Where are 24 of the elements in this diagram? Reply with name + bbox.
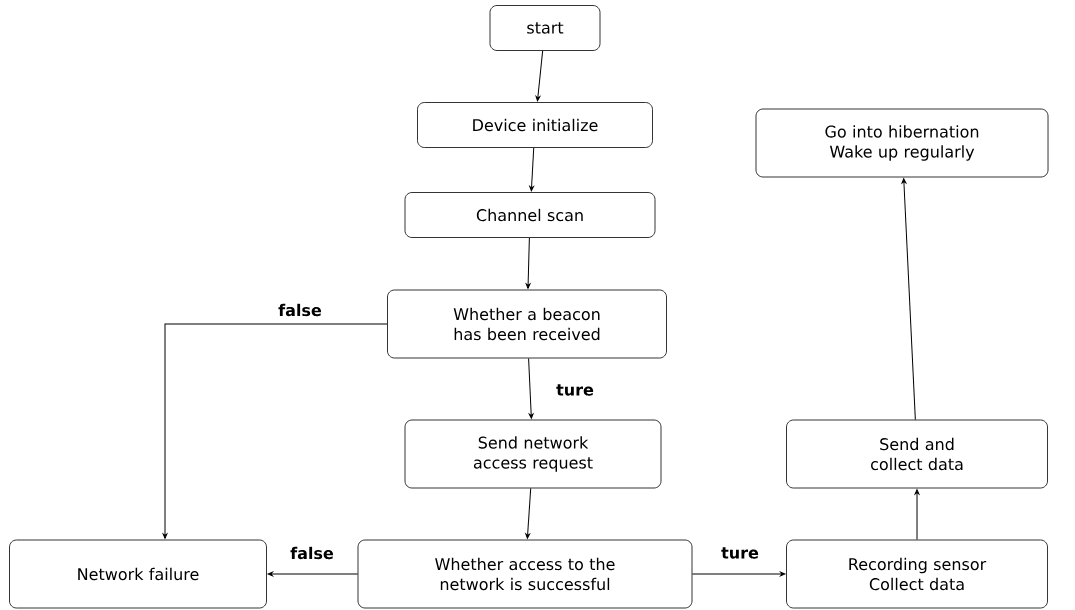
- process-box: Recording sensor Collect data: [786, 539, 1048, 609]
- arrow: [267, 571, 359, 577]
- arrow: [535, 50, 544, 102]
- arrow: [901, 178, 916, 421]
- process-box: Network failure: [9, 539, 267, 609]
- process-box: start: [489, 5, 601, 51]
- edge-label: ture: [555, 383, 595, 397]
- process-box: Go into hibernation Wake up regularly: [755, 108, 1049, 178]
- process-box: Whether access to the network is successful: [357, 539, 693, 609]
- edge-label: ture: [720, 546, 760, 560]
- process-box: Device initialize: [417, 102, 653, 148]
- arrow: [528, 357, 534, 419]
- arrow: [525, 487, 532, 539]
- arrow: [162, 323, 388, 539]
- process-box: Whether a beacon has been received: [387, 289, 667, 359]
- arrow: [529, 147, 535, 192]
- arrow: [525, 237, 531, 289]
- process-box: Channel scan: [404, 192, 656, 238]
- edge-label: false: [289, 545, 335, 561]
- process-box: Send network access request: [404, 419, 662, 489]
- edge-label: false: [277, 302, 323, 318]
- arrow: [914, 489, 920, 541]
- arrow: [691, 571, 786, 577]
- process-box: Send and collect data: [786, 419, 1048, 489]
